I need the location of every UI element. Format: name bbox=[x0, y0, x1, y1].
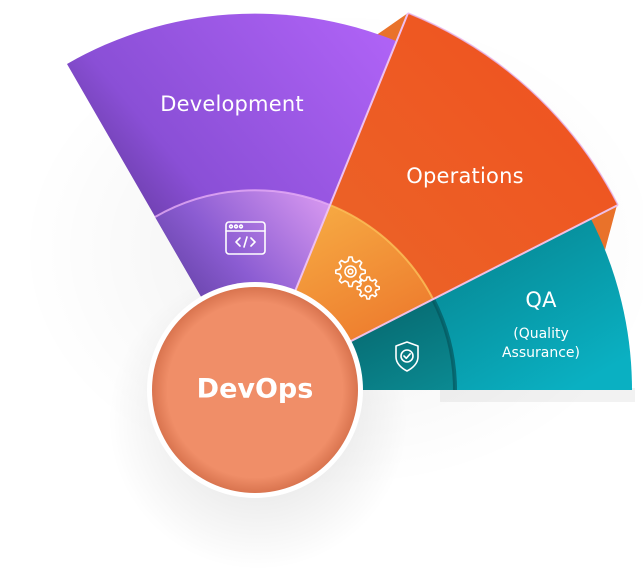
gears-icon bbox=[335, 256, 380, 300]
qa-sublabel-line1: (Quality bbox=[513, 326, 569, 342]
qa-label: QA bbox=[525, 288, 557, 312]
operations-label: Operations bbox=[406, 164, 524, 188]
code-window-icon bbox=[225, 221, 266, 255]
devops-label: DevOps bbox=[196, 373, 314, 405]
shield-check-icon bbox=[395, 341, 419, 372]
development-label: Development bbox=[160, 92, 304, 116]
qa-sublabel-line2: Assurance) bbox=[501, 345, 581, 361]
devops-core bbox=[147, 282, 363, 498]
